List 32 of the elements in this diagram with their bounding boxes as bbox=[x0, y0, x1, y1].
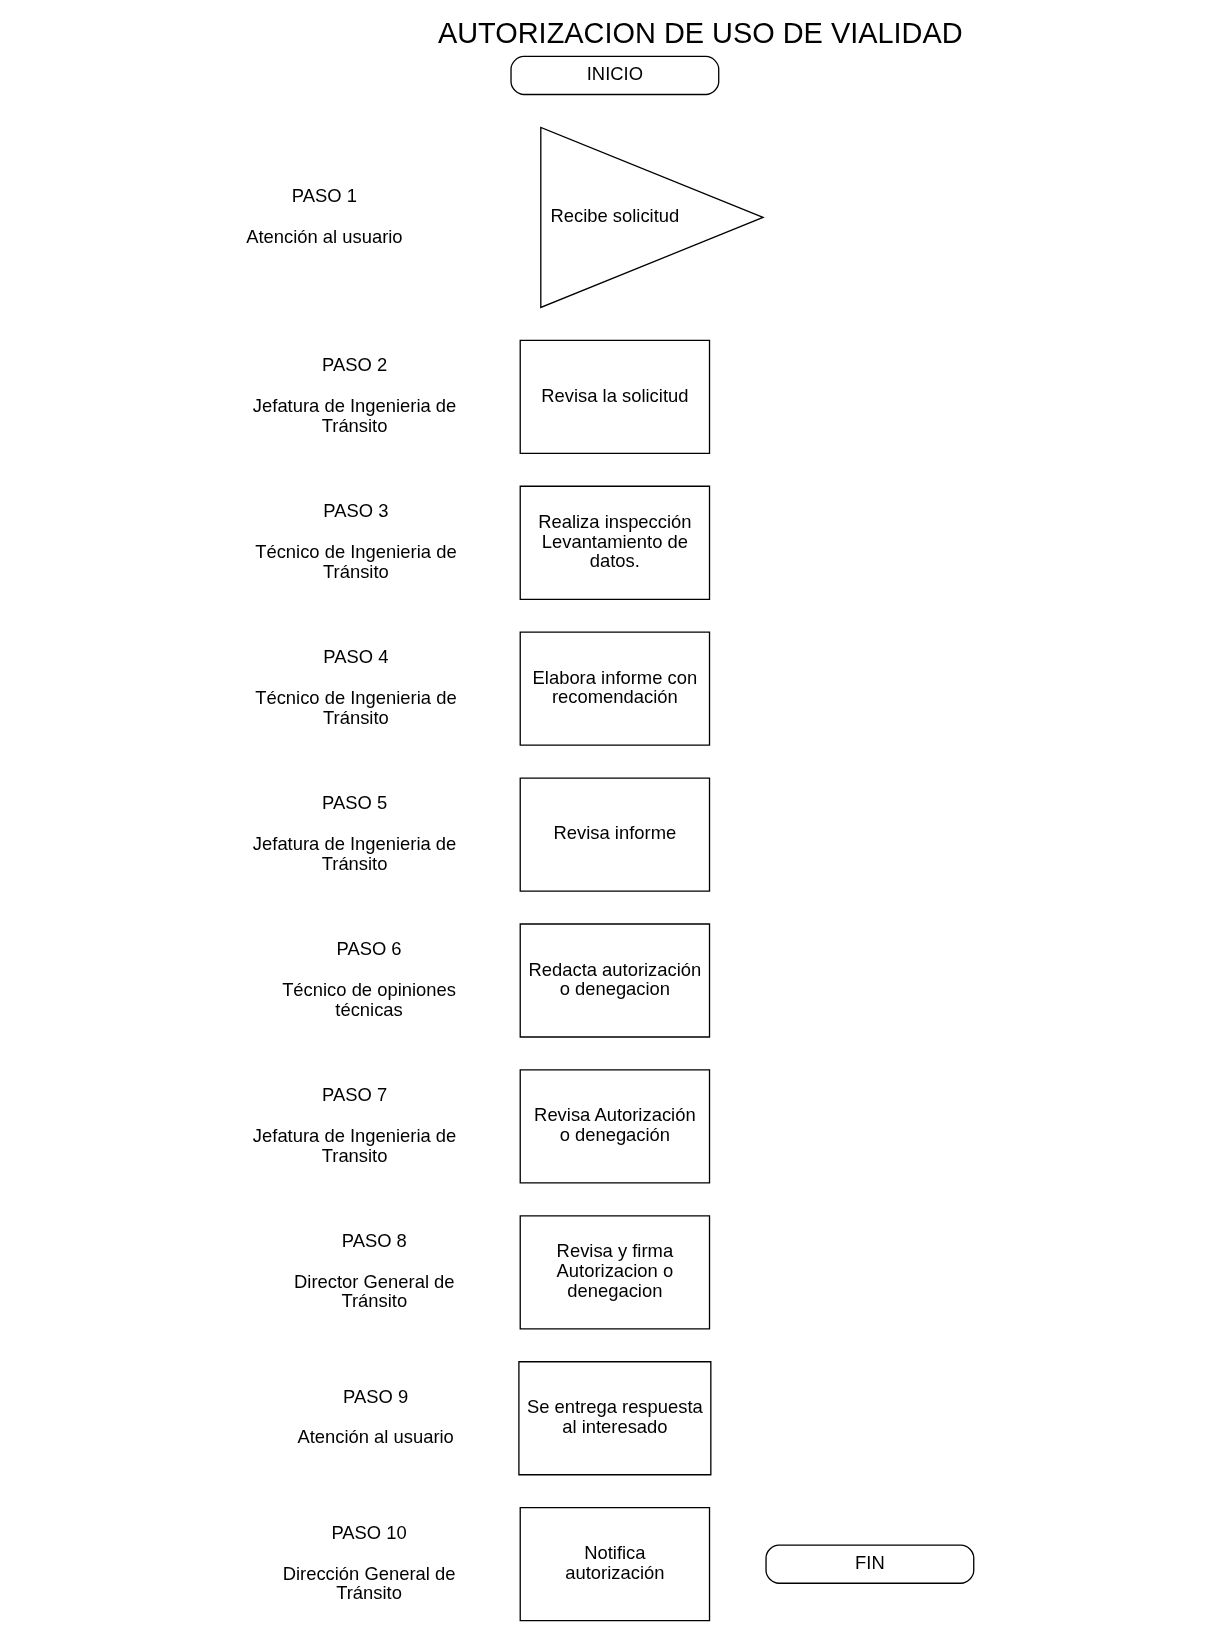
node-box: FIN bbox=[764, 1544, 974, 1584]
node-label: PASO 1 bbox=[291, 184, 357, 206]
node-label: Jefatura de Ingenieria de Tránsito bbox=[252, 832, 456, 874]
node-label: Jefatura de Ingenieria de Tránsito bbox=[252, 395, 456, 436]
node-label: PASO 9 bbox=[342, 1385, 408, 1407]
node-box: Notifica autorización bbox=[519, 1506, 710, 1622]
node-label: PASO 4 bbox=[322, 646, 388, 668]
node-label: Técnico de opiniones técnicas bbox=[281, 978, 456, 1020]
node-label: PASO 10 bbox=[330, 1521, 407, 1543]
node-label: Jefatura de Ingenieria de Transito bbox=[252, 1124, 456, 1166]
node-label: Atención al usuario bbox=[245, 225, 403, 247]
node-label: Técnico de Ingenieria de Tránsito bbox=[254, 541, 457, 582]
node-box: Revisa informe bbox=[519, 777, 710, 892]
node-label: PASO 8 bbox=[341, 1229, 407, 1251]
node-box: Revisa y firma Autorizacion o denegacion bbox=[519, 1215, 710, 1330]
node-label: PASO 7 bbox=[321, 1084, 387, 1106]
node-box: Redacta autorización o denegacion bbox=[519, 923, 710, 1038]
node-box: INICIO bbox=[509, 55, 719, 96]
node-label: PASO 3 bbox=[322, 500, 388, 522]
diagram-title: AUTORIZACION DE USO DE VIALIDAD bbox=[437, 16, 963, 49]
node-label: Dirección General de Tránsito bbox=[282, 1562, 455, 1604]
node-label: Atención al usuario bbox=[296, 1426, 454, 1448]
node-label: PASO 2 bbox=[321, 354, 387, 376]
node-label: PASO 6 bbox=[336, 938, 402, 960]
node-box: Realiza inspección Levantamiento de datos. bbox=[519, 485, 710, 600]
node-label: PASO 5 bbox=[321, 792, 387, 814]
node-label: Técnico de Ingenieria de Tránsito bbox=[254, 687, 457, 728]
node-box: Se entrega respuesta al interesado bbox=[517, 1361, 711, 1476]
node-label: Director General de Tránsito bbox=[293, 1270, 455, 1312]
node-box: Elabora informe con recomendación bbox=[519, 631, 710, 746]
node-box: Revisa Autorización o denegación bbox=[519, 1069, 710, 1184]
node-box: Revisa la solicitud bbox=[519, 339, 710, 455]
